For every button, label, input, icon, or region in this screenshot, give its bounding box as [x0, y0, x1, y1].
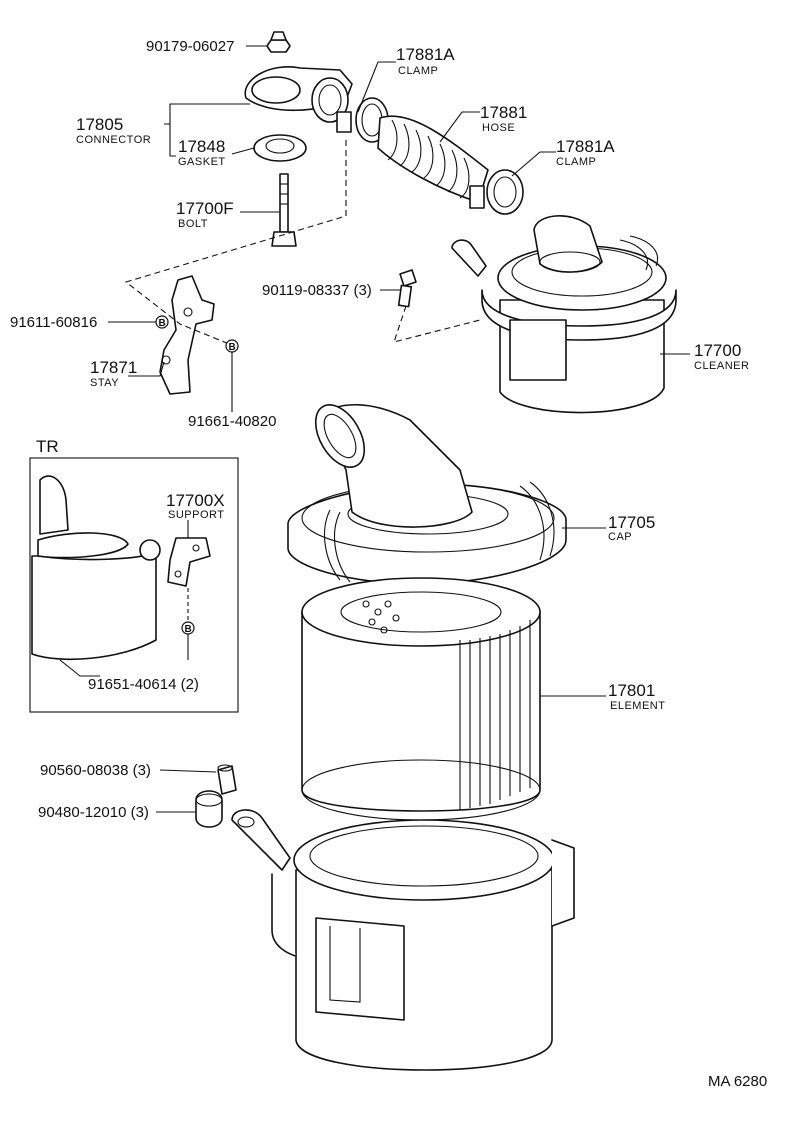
label-17700F: 17700F: [176, 199, 234, 218]
label-17801: 17801: [608, 681, 655, 700]
label-17848: 17848: [178, 137, 225, 156]
label-17881: 17881: [480, 103, 527, 122]
install-lines: [124, 140, 481, 347]
label-17801-name: ELEMENT: [610, 700, 665, 712]
inset-title: TR: [36, 437, 59, 456]
label-17848-name: GASKET: [178, 156, 226, 168]
nut-90179: [266, 31, 291, 53]
label-17700-name: CLEANER: [694, 360, 749, 372]
label-17881A-lower-name: CLAMP: [556, 156, 596, 168]
cap-17705: [287, 403, 567, 585]
tr-inset: TR B: [29, 437, 239, 713]
cleaner-case-lower: [231, 809, 575, 1071]
label-17871: 17871: [90, 358, 137, 377]
element-17801: [301, 577, 541, 821]
bolt-mark-inset: B: [181, 621, 195, 635]
label-17881A-upper: 17881A: [396, 45, 455, 64]
label-17700F-name: BOLT: [178, 218, 208, 230]
bolt-mark-label: B: [229, 342, 236, 353]
label-90119: 90119-08337 (3): [262, 282, 372, 299]
label-17700X: 17700X: [166, 491, 225, 510]
cleaner-17700: [451, 215, 677, 414]
label-17805-name: CONNECTOR: [76, 134, 151, 146]
label-90480: 90480-12010 (3): [38, 804, 149, 821]
bolt-90119: [397, 269, 417, 308]
label-91651: 91651-40614 (2): [88, 676, 199, 693]
gasket-17848: [253, 134, 307, 162]
collar-90560: [217, 764, 237, 795]
cushion-90480: [195, 790, 223, 828]
footer-code: MA 6280: [708, 1073, 767, 1090]
callouts: 90179-06027 17881A CLAMP 17881 HOSE 1780…: [10, 38, 767, 1090]
label-90179: 90179-06027: [146, 38, 234, 55]
label-91611: 91611-60816: [10, 314, 97, 331]
stay-17871: [159, 275, 215, 395]
label-17871-name: STAY: [90, 377, 119, 389]
label-17881A-upper-name: CLAMP: [398, 65, 438, 77]
bolt-mark-label: B: [159, 318, 166, 329]
bolt-17700F: [271, 173, 297, 247]
label-17700X-name: SUPPORT: [168, 509, 224, 521]
label-17881A-lower: 17881A: [556, 137, 615, 156]
label-17705: 17705: [608, 513, 655, 532]
label-17881-name: HOSE: [482, 122, 515, 134]
label-17805: 17805: [76, 115, 123, 134]
leader-lines: [108, 45, 690, 813]
label-91661: 91661-40820: [188, 413, 276, 430]
bolt-mark-91611: B: [155, 315, 169, 329]
bolt-mark-label: B: [185, 624, 192, 635]
bolt-mark-91661: B: [225, 339, 239, 353]
label-17700: 17700: [694, 341, 741, 360]
clamp-17881A-lower: [469, 169, 524, 215]
label-17705-name: CAP: [608, 531, 632, 543]
connector-17805: [244, 66, 353, 123]
label-90560: 90560-08038 (3): [40, 762, 151, 779]
